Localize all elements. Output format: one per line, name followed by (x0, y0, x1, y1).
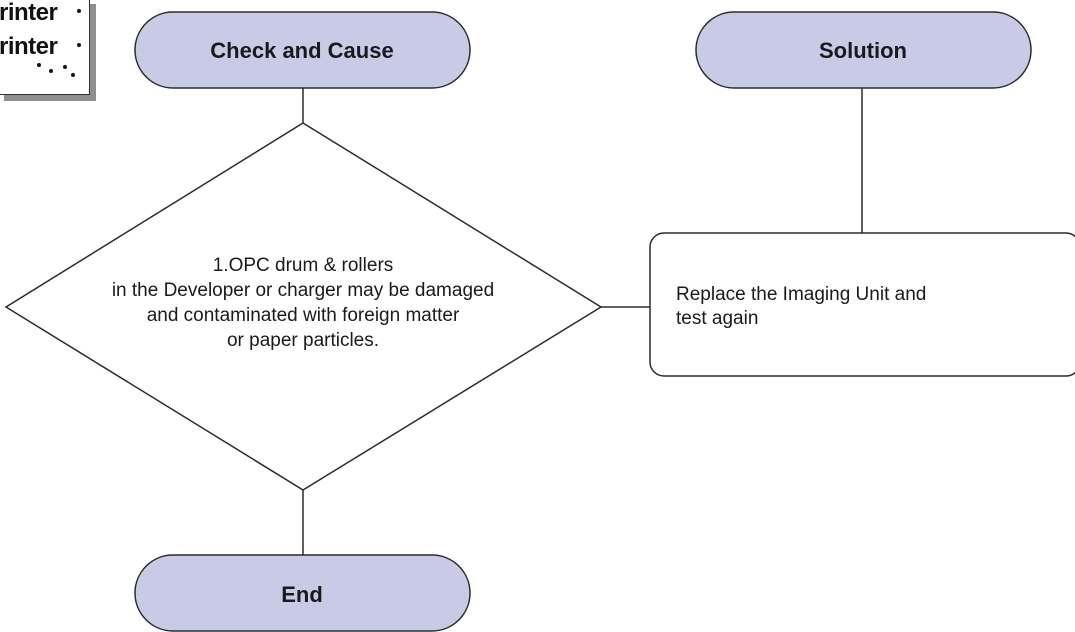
action-line-1: Replace the Imaging Unit and (676, 284, 927, 305)
logo-line-1: rinter (0, 0, 58, 26)
logo-dot (63, 65, 67, 69)
terminal-end: End (134, 554, 471, 632)
decision-line-2: in the Developer or charger may be damag… (111, 280, 495, 301)
terminal-shape (695, 11, 1032, 89)
decision-text: 1.OPC drum & rollers in the Developer or… (20, 253, 586, 353)
terminal-label-end: End (281, 582, 323, 607)
decision-line-3: and contaminated with foreign matter (146, 305, 460, 326)
logo-dot (77, 9, 81, 13)
action-text: Replace the Imaging Unit and test again (676, 283, 1056, 331)
terminal-check-and-cause: Check and Cause (134, 11, 471, 89)
logo-line-2: rinter (0, 33, 58, 60)
terminal-label-check-and-cause: Check and Cause (210, 38, 393, 63)
decision-line-4: or paper particles. (226, 330, 380, 351)
logo-dot (77, 43, 81, 47)
action-box (649, 232, 1075, 377)
terminal-label-solution: Solution (819, 38, 907, 63)
terminal-shape (134, 11, 471, 89)
logo-dot (37, 63, 41, 67)
decision-line-1: 1.OPC drum & rollers (212, 255, 394, 276)
terminal-solution: Solution (695, 11, 1032, 89)
action-line-2: test again (676, 308, 759, 329)
logo-dot (49, 69, 53, 73)
terminal-shape (134, 554, 471, 632)
logo-dot (71, 73, 75, 77)
decision-diamond (4, 122, 603, 491)
logo-stamp: rinter rinter (0, 0, 90, 95)
